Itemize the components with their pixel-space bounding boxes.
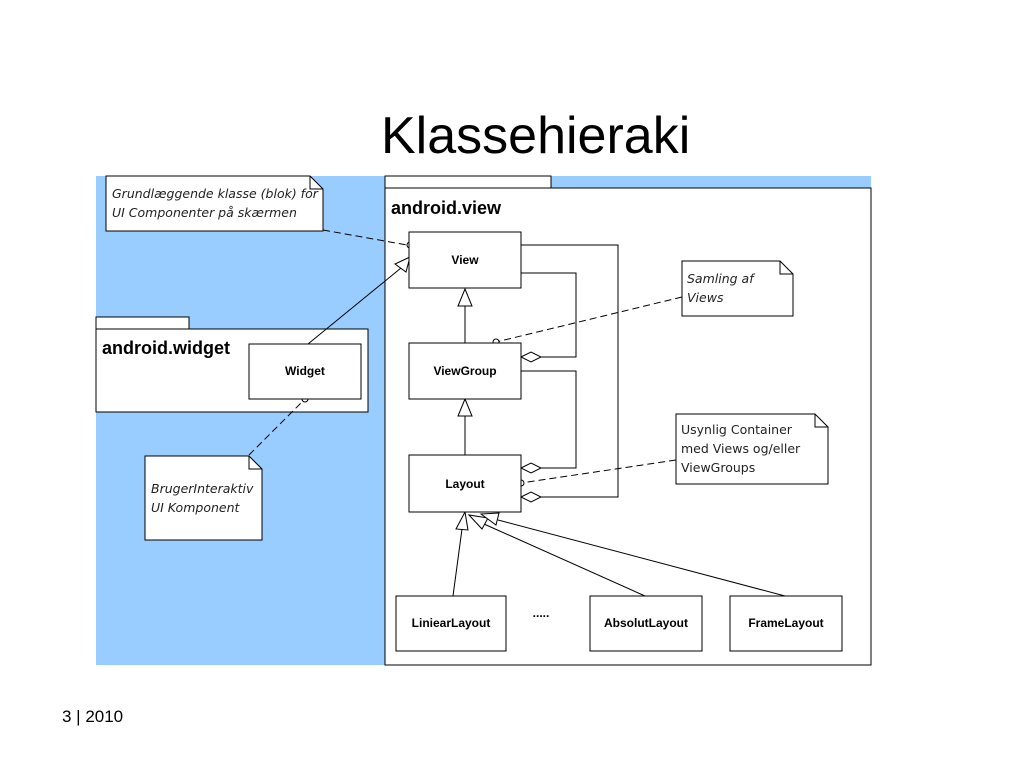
class-liniearlayout: LiniearLayout xyxy=(395,595,507,652)
package-label-android-widget: android.widget xyxy=(102,338,230,358)
anchor-bruger-note xyxy=(248,398,306,456)
arrowhead-linear xyxy=(455,510,469,531)
note-usynlig-line-2: med Views og/eller xyxy=(681,441,801,456)
class-widget: Widget xyxy=(248,343,362,400)
arrowhead-widget-view xyxy=(394,256,411,273)
ellipsis-label: ..... xyxy=(533,606,550,620)
note-samling: Samling af Views xyxy=(681,260,794,317)
diamond-layout-upper xyxy=(519,462,543,474)
note-usynlig-line-3: ViewGroups xyxy=(681,460,755,475)
arrowhead-frame xyxy=(479,512,500,526)
class-framelayout: FrameLayout xyxy=(729,595,843,652)
anchor-samling-note xyxy=(495,296,683,343)
slide-title: Klassehieraki xyxy=(381,107,691,165)
class-view-label: View xyxy=(451,253,479,267)
anchor-usynlig-note xyxy=(520,459,677,484)
note-samling-line-2: Views xyxy=(687,290,724,305)
class-layout-label: Layout xyxy=(445,477,484,491)
class-viewgroup-label: ViewGroup xyxy=(433,364,496,378)
generalization-absolut-layout xyxy=(483,523,646,597)
diamond-viewgroup xyxy=(519,351,543,363)
note-bruger: BrugerInteraktiv UI Komponent xyxy=(144,455,263,541)
anchor-base-note xyxy=(322,229,408,246)
note-bruger-line-2: UI Komponent xyxy=(151,500,241,515)
aggregation-layout-view xyxy=(521,244,619,498)
note-base-class: Grundlæggende klasse (blok) for UI Compo… xyxy=(105,175,324,232)
diamond-layout-lower xyxy=(519,491,543,503)
class-layout: Layout xyxy=(408,454,522,513)
class-liniearlayout-label: LiniearLayout xyxy=(412,616,491,630)
class-view: View xyxy=(408,231,522,289)
note-usynlig: Usynlig Container med Views og/eller Vie… xyxy=(675,413,829,485)
class-absolutlayout: AbsolutLayout xyxy=(589,595,703,652)
arrowhead-absolut xyxy=(467,514,489,530)
generalization-widget-view xyxy=(307,267,402,345)
note-base-line-2: UI Componenter på skærmen xyxy=(112,205,297,220)
note-anchors xyxy=(248,229,683,484)
class-framelayout-label: FrameLayout xyxy=(748,616,823,630)
note-base-line-1: Grundlæggende klasse (blok) for xyxy=(112,186,319,201)
note-bruger-line-1: BrugerInteraktiv xyxy=(151,481,254,496)
slide-footer: 3 | 2010 xyxy=(62,707,124,726)
connectors xyxy=(307,244,786,597)
arrowhead-layout-viewgroup xyxy=(457,397,473,417)
package-label-android-view: android.view xyxy=(391,198,502,218)
note-samling-line-1: Samling af xyxy=(687,271,755,286)
aggregation-viewgroup-view xyxy=(521,272,577,358)
generalization-linear-layout xyxy=(452,528,463,597)
class-viewgroup: ViewGroup xyxy=(408,342,522,400)
arrowhead-viewgroup-view xyxy=(457,287,473,307)
generalization-frame-layout xyxy=(497,519,786,597)
class-widget-label: Widget xyxy=(285,364,325,378)
aggregation-layout-viewgroup xyxy=(521,370,577,469)
note-usynlig-line-1: Usynlig Container xyxy=(681,422,793,437)
class-absolutlayout-label: AbsolutLayout xyxy=(604,616,688,630)
